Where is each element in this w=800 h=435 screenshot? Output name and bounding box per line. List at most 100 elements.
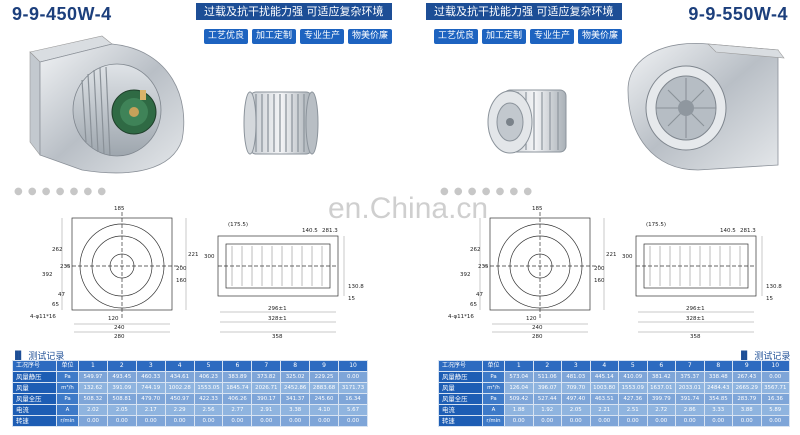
value-cell: 1637.01: [646, 382, 676, 394]
feature-banner-right: 过载及抗干扰能力强 可适应复杂环境: [426, 3, 622, 20]
dim-185: 185: [114, 206, 125, 212]
dim-281-3: 281.3: [322, 228, 338, 234]
value-cell: 0.00: [193, 415, 224, 427]
header-cell: 4: [164, 360, 195, 372]
value-cell: 245.60: [309, 393, 340, 405]
value-cell: 0.00: [561, 415, 591, 427]
value-cell: 373.82: [251, 371, 282, 383]
dim-130-8: 130.8: [766, 284, 782, 290]
value-cell: 2026.71: [251, 382, 282, 394]
dim-120: 120: [108, 316, 119, 322]
impeller-wheel-photo-left: [243, 91, 319, 155]
feature-tags-right: 工艺优良 加工定制 专业生产 物美价廉: [434, 29, 623, 44]
watermark-text: en.China.cn: [328, 192, 489, 225]
dim-392: 392: [460, 272, 471, 278]
row-label: 风量全压: [12, 393, 57, 405]
tag-craft: 工艺优良: [434, 29, 479, 44]
unit-cell: A: [56, 404, 79, 416]
header-cell: 3: [561, 360, 591, 372]
value-cell: 1.88: [504, 404, 534, 416]
value-cell: 0.00: [135, 415, 166, 427]
header-cell: 单位: [56, 360, 79, 372]
header-cell: 6: [646, 360, 676, 372]
tag-value: 物美价廉: [348, 29, 393, 44]
value-cell: 16.34: [338, 393, 368, 405]
test-record-label: 测试记录: [754, 352, 791, 362]
unit-cell: Pa: [482, 393, 505, 405]
header-cell: 3: [135, 360, 166, 372]
value-cell: 267.43: [732, 371, 762, 383]
header-cell: 4: [589, 360, 619, 372]
value-cell: 0.00: [675, 415, 705, 427]
divider-dots-right: ● ● ● ● ● ● ●: [440, 186, 534, 197]
value-cell: 2.51: [618, 404, 648, 416]
value-cell: 381.42: [646, 371, 676, 383]
header-cell: 1: [504, 360, 534, 372]
value-cell: 527.44: [532, 393, 562, 405]
value-cell: 481.03: [561, 371, 591, 383]
value-cell: 0.00: [589, 415, 619, 427]
header-cell: 10: [338, 360, 368, 372]
value-cell: 406.23: [193, 371, 224, 383]
dim-140-5: 140.5: [302, 228, 318, 234]
value-cell: 3567.71: [760, 382, 790, 394]
technical-drawing-left: 185 262 235 392 221 200 160 65 47 120 4-…: [30, 206, 364, 340]
value-cell: 2.17: [135, 404, 166, 416]
dim-296: 296±1: [268, 306, 287, 312]
value-cell: 2.77: [222, 404, 253, 416]
feature-tags-left: 工艺优良 加工定制 专业生产 物美价廉: [204, 29, 393, 44]
value-cell: 2.86: [675, 404, 705, 416]
tag-craft: 工艺优良: [204, 29, 249, 44]
value-cell: 744.19: [135, 382, 166, 394]
header-cell: 工况序号: [12, 360, 57, 372]
value-cell: 390.17: [251, 393, 282, 405]
value-cell: 5.67: [338, 404, 368, 416]
test-record-title-right: ▐▌ 测试记录: [738, 349, 790, 362]
test-record-label: 测试记录: [28, 352, 65, 362]
value-cell: 341.37: [280, 393, 311, 405]
value-cell: 1553.09: [618, 382, 648, 394]
value-cell: 1.92: [532, 404, 562, 416]
bar-chart-icon: ▐▌: [12, 351, 25, 360]
value-cell: 0.00: [280, 415, 311, 427]
dim-130-8: 130.8: [348, 284, 364, 290]
unit-cell: m³/h: [482, 382, 505, 394]
dim-65: 65: [470, 302, 477, 308]
value-cell: 0.00: [646, 415, 676, 427]
value-cell: 463.51: [589, 393, 619, 405]
header-cell: 7: [251, 360, 282, 372]
dim-262: 262: [52, 247, 63, 253]
value-cell: 354.85: [703, 393, 733, 405]
value-cell: 549.97: [78, 371, 108, 383]
value-cell: 460.33: [135, 371, 166, 383]
dim-240: 240: [532, 325, 543, 331]
value-cell: 375.37: [675, 371, 705, 383]
value-cell: 2452.86: [280, 382, 311, 394]
header-cell: 工况序号: [438, 360, 483, 372]
value-cell: 0.00: [309, 415, 340, 427]
value-cell: 229.25: [309, 371, 340, 383]
header-cell: 单位: [482, 360, 505, 372]
value-cell: 511.06: [532, 371, 562, 383]
value-cell: 434.61: [164, 371, 195, 383]
value-cell: 2.21: [589, 404, 619, 416]
dim-holes: 4-φ11*16: [30, 314, 56, 320]
blower-housing-photo-right: [627, 42, 785, 171]
row-label: 风量: [12, 382, 57, 394]
value-cell: 0.00: [732, 415, 762, 427]
row-label: 风量全压: [438, 393, 483, 405]
value-cell: 0.00: [251, 415, 282, 427]
value-cell: 450.97: [164, 393, 195, 405]
dim-358: 358: [272, 334, 283, 340]
dim-300: 300: [204, 254, 215, 260]
technical-drawing-right: 185 262 235 392 221 200 160 65 47 120 4-…: [448, 206, 782, 340]
value-cell: 0.00: [78, 415, 108, 427]
dim-392: 392: [42, 272, 53, 278]
dim-185: 185: [532, 206, 543, 212]
